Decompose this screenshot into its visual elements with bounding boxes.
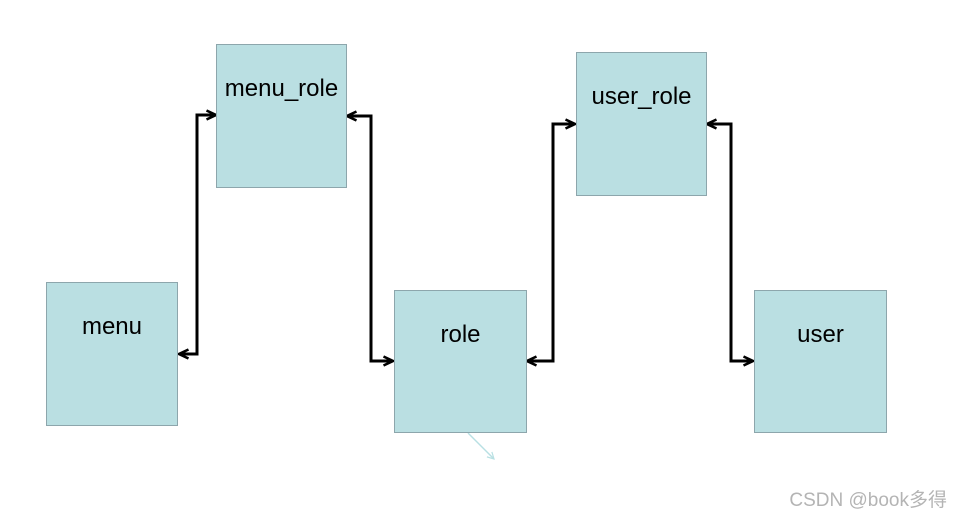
node-role: role (394, 290, 527, 433)
node-user-role: user_role (576, 52, 707, 196)
node-menu-role-label: menu_role (224, 75, 339, 102)
watermark: CSDN @book多得 (789, 490, 947, 511)
node-menu-label: menu (81, 313, 143, 340)
node-user-label: user (797, 321, 844, 348)
connector-user_role-user (707, 124, 753, 361)
connector-role-user_role (527, 124, 575, 361)
connector-menu_role-role (347, 116, 393, 361)
node-user-role-label: user_role (591, 83, 692, 110)
node-user: user (754, 290, 887, 433)
node-menu-role: menu_role (216, 44, 347, 188)
accent-diagonal-arrow (467, 432, 495, 460)
connector-menu-menu_role (179, 115, 216, 354)
node-role-label: role (440, 321, 481, 348)
node-menu: menu (46, 282, 178, 426)
